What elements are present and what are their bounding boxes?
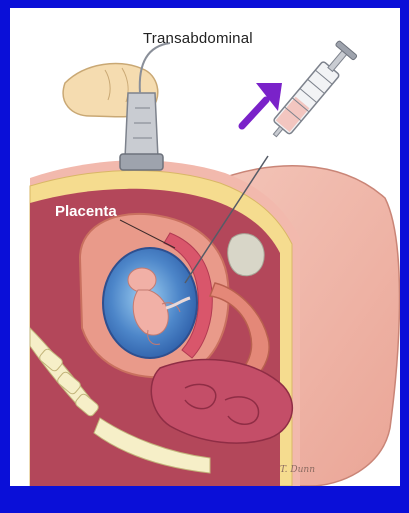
ultrasound-probe bbox=[120, 43, 170, 170]
illustration-panel: Transabdominal Placenta T. Dunn bbox=[10, 8, 400, 486]
artist-signature: T. Dunn bbox=[280, 465, 315, 475]
amniocentesis-illustration bbox=[10, 8, 400, 486]
placenta-label: Placenta bbox=[55, 203, 117, 220]
diagram-title: Transabdominal bbox=[143, 30, 253, 47]
bladder bbox=[228, 234, 264, 276]
